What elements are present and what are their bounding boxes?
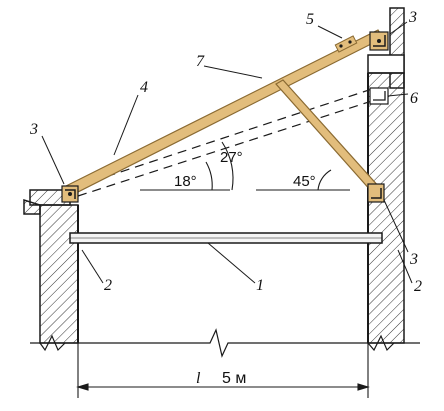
label-3-top-right: 3 [408,9,417,26]
label-1: 1 [256,277,264,294]
strut [275,79,381,193]
left-wall [23,189,79,344]
label-3-bottom-right: 3 [409,251,418,268]
break-lines [30,328,420,358]
label-5: 5 [306,11,314,28]
dashed-rafter-lines [77,87,376,197]
angle-45: 45° [293,173,316,190]
label-4: 4 [140,79,148,96]
right-wall [367,7,405,344]
label-7: 7 [196,53,205,70]
angle-18: 18° [174,173,197,190]
label-2-right: 2 [414,278,422,295]
bottom-right-support-node [367,183,385,203]
leader-lines [41,21,413,284]
label-6: 6 [410,90,418,107]
label-2-left: 2 [104,277,112,294]
angle-construction [140,141,350,191]
label-3-left: 3 [29,121,38,138]
left-support-node [61,185,79,203]
dimension-line [76,343,370,398]
alt-support-node [369,87,389,105]
floor-slab [69,232,383,244]
top-right-support-node [369,31,389,51]
connection-plate [334,35,358,53]
dimension-value: 5 м [222,370,246,387]
angle-27: 27° [220,149,243,166]
dimension-symbol: l [196,370,201,387]
